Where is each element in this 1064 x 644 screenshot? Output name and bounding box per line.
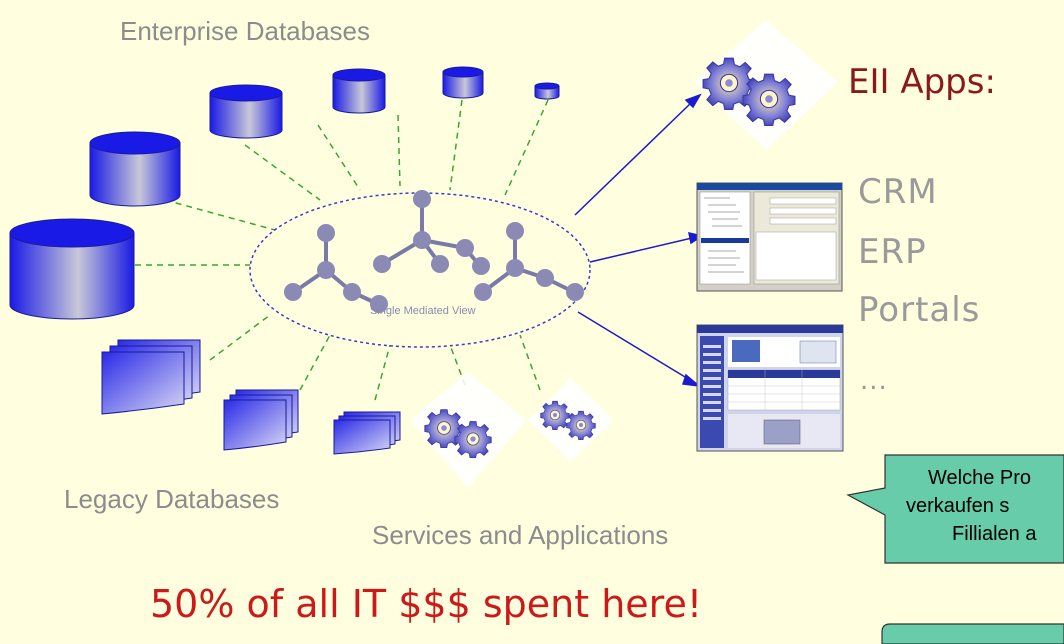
- enterprise-database-cylinders: [9, 66, 560, 320]
- crm-app-screenshot: [696, 182, 843, 292]
- service-gear-icons: [410, 372, 614, 488]
- page-stack: [101, 339, 201, 415]
- it-spending-statement: 50% of all IT $$$ spent here!: [150, 582, 703, 626]
- database-cylinder: [9, 218, 135, 320]
- callout-question-text: Welche Pro verkaufen s Fillialen a: [906, 464, 1037, 548]
- callout-bubble-second: [881, 623, 1064, 644]
- callout-line-2: verkaufen s: [906, 495, 1010, 517]
- database-cylinder: [442, 66, 484, 99]
- eii-apps-heading: EII Apps:: [848, 62, 996, 102]
- enterprise-databases-label: Enterprise Databases: [120, 16, 371, 46]
- eii-gear-icon: [694, 20, 838, 150]
- dashed-connectors: [135, 99, 549, 401]
- page-stack: [333, 411, 401, 455]
- callout-line-1: Welche Pro: [928, 467, 1032, 489]
- database-cylinder: [209, 84, 283, 139]
- database-cylinder: [534, 82, 560, 100]
- network-tree: [284, 190, 584, 313]
- callout-bubble-question: [846, 454, 1064, 564]
- single-mediated-view-label: Single Mediated View: [370, 305, 476, 317]
- app-label-ellipsis: ...: [860, 366, 888, 396]
- database-cylinder: [332, 68, 386, 114]
- legacy-database-stacks: [101, 339, 401, 455]
- page-stack: [223, 389, 299, 451]
- database-cylinder: [89, 131, 181, 207]
- portal-app-screenshot: [696, 324, 844, 452]
- services-and-applications-label: Services and Applications: [372, 520, 669, 550]
- app-label-erp: ERP: [858, 232, 927, 272]
- app-label-crm: CRM: [858, 172, 938, 212]
- callout-line-3: Fillialen a: [952, 523, 1037, 545]
- legacy-databases-label: Legacy Databases: [64, 484, 280, 514]
- app-label-portals: Portals: [858, 290, 981, 330]
